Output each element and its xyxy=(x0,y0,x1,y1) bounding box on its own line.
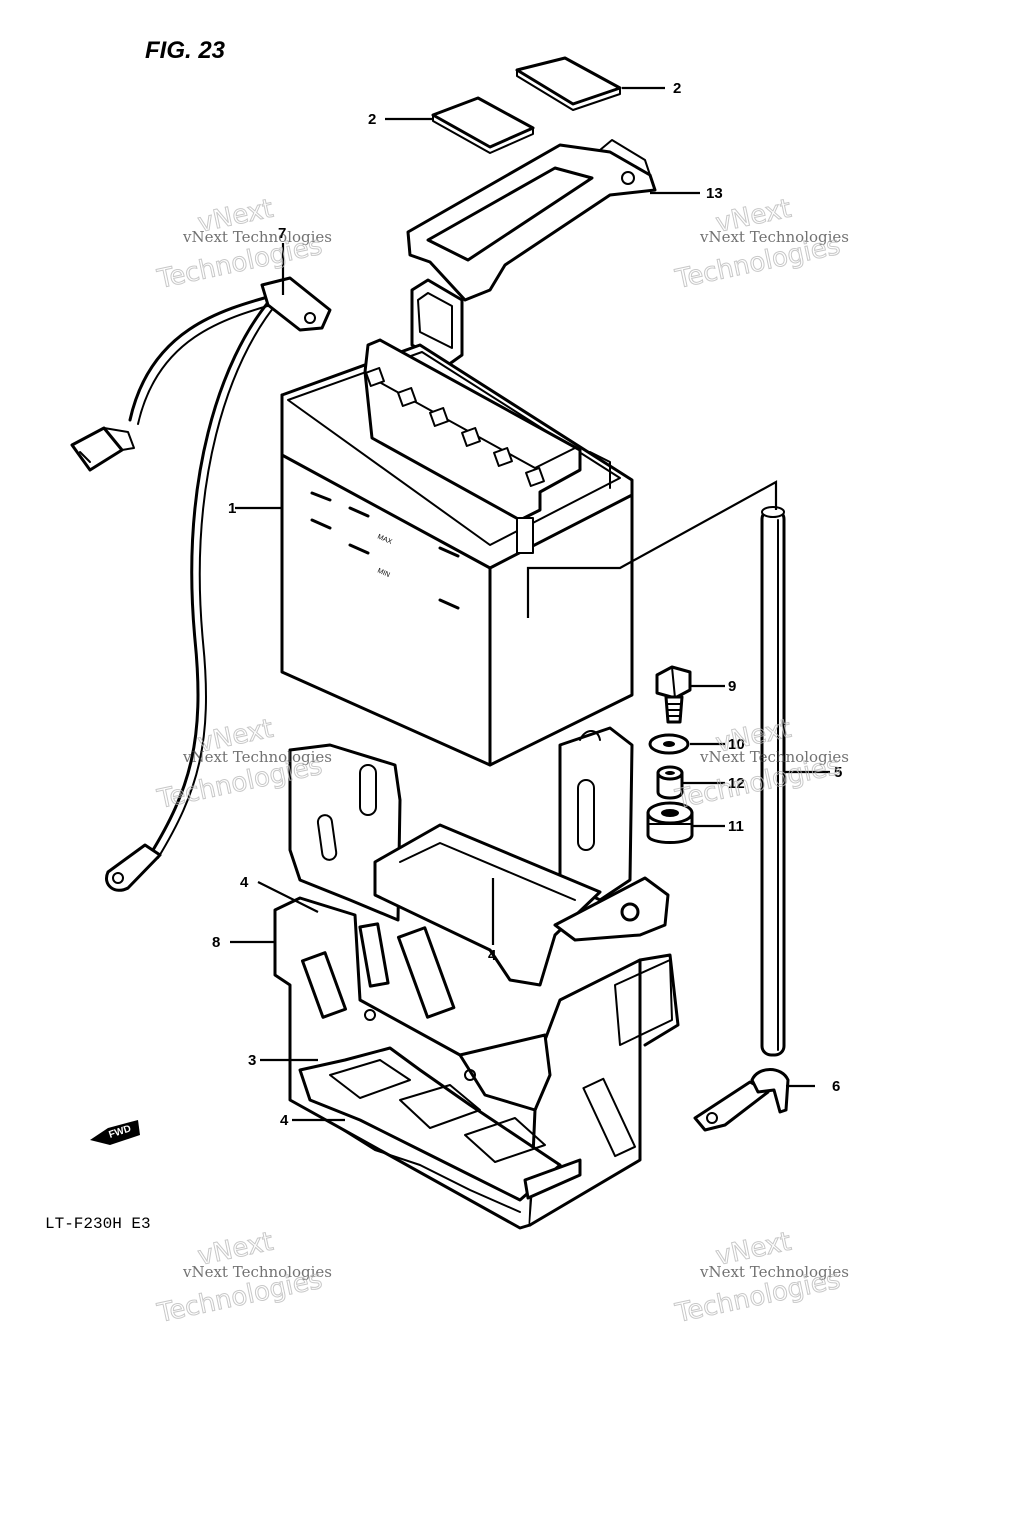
callout-4-center: 4 xyxy=(488,947,497,964)
callout-10: 10 xyxy=(728,736,745,753)
washer xyxy=(648,733,690,755)
svg-text:vNext Technologies: vNext Technologies xyxy=(182,1263,332,1281)
svg-text:vNext Technologies: vNext Technologies xyxy=(699,228,849,246)
battery-cable xyxy=(70,276,332,892)
callout-6: 6 xyxy=(832,1078,840,1095)
battery-vent-nipple xyxy=(516,517,534,554)
forward-arrow: FWD xyxy=(90,1120,140,1145)
callout-11: 11 xyxy=(728,818,744,835)
collar xyxy=(656,765,684,800)
battery-pad-left xyxy=(431,96,535,154)
svg-text:vNext Technologies: vNext Technologies xyxy=(699,1263,849,1281)
callout-9: 9 xyxy=(728,678,736,695)
battery-case xyxy=(273,726,680,1230)
callout-2-top: 2 xyxy=(673,80,681,97)
watermark-bottom-left: vNext vNext Technologies Technologies xyxy=(154,1226,332,1329)
callout-2-left: 2 xyxy=(368,111,376,128)
battery: MAX MIN xyxy=(280,338,634,767)
leader-lines xyxy=(230,86,830,1122)
watermark-bottom-right: vNext vNext Technologies Technologies xyxy=(672,1226,849,1329)
bolt xyxy=(655,665,692,724)
callout-1: 1 xyxy=(228,500,236,517)
callout-12: 12 xyxy=(728,775,745,792)
callout-4-lower: 4 xyxy=(280,1112,289,1129)
battery-min-mark: MIN xyxy=(376,567,391,579)
callout-labels: 1 2 2 3 4 4 4 5 6 7 8 9 10 11 12 13 xyxy=(212,80,842,1129)
battery-pad-top xyxy=(515,56,622,111)
vent-tube-clamp xyxy=(693,1068,790,1132)
model-code: LT-F230H E3 xyxy=(45,1215,151,1233)
battery-cell-caps xyxy=(365,367,545,487)
watermark-top-right: vNext vNext Technologies Technologies xyxy=(672,193,849,295)
battery-holder-strap xyxy=(406,139,657,367)
callout-8: 8 xyxy=(212,934,220,951)
callout-4-upper: 4 xyxy=(240,874,249,891)
figure-title: FIG. 23 xyxy=(145,37,226,64)
svg-text:vNext Technologies: vNext Technologies xyxy=(699,748,849,766)
battery-level-marks: MAX MIN xyxy=(310,491,460,610)
watermark-top-left: vNext vNext Technologies Technologies xyxy=(154,193,332,295)
vent-tube xyxy=(760,506,786,1057)
callout-7: 7 xyxy=(278,225,286,242)
callout-3: 3 xyxy=(248,1052,256,1069)
cushion xyxy=(646,801,694,844)
svg-text:vNext Technologies: vNext Technologies xyxy=(182,228,332,246)
callout-5: 5 xyxy=(834,764,842,781)
callout-13: 13 xyxy=(706,185,723,202)
svg-text:vNext Technologies: vNext Technologies xyxy=(182,748,332,766)
